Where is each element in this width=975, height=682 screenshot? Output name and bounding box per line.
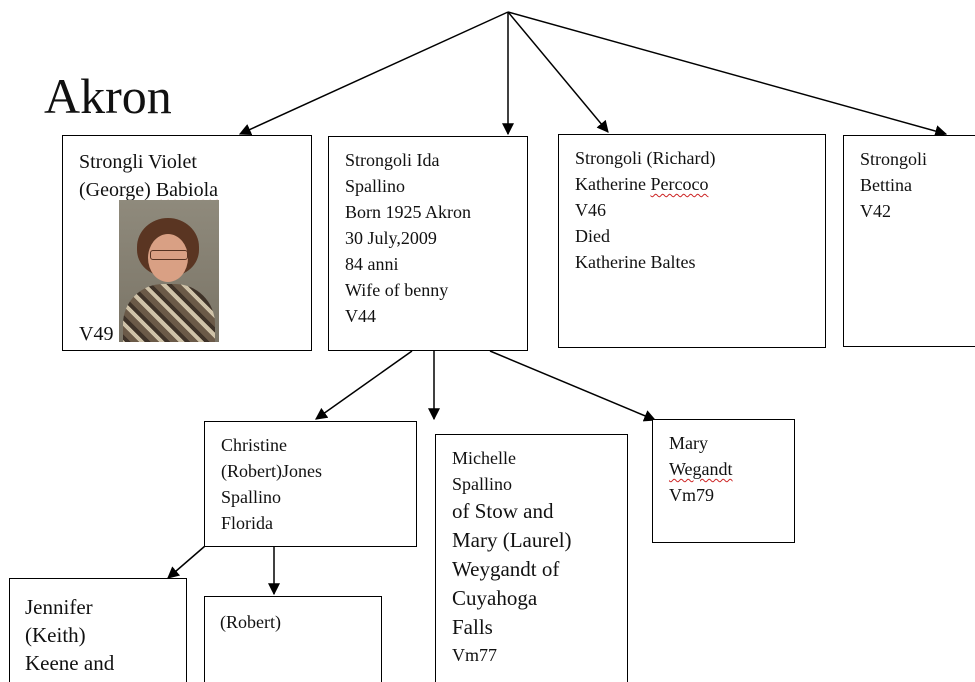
node-jennifer-line-2: (Keith) (25, 623, 86, 647)
node-ida-line-1: Strongoli Ida (345, 150, 440, 170)
node-katherine-line-5: Katherine Baltes (575, 252, 696, 272)
node-jennifer-keene: Jennifer (Keith) Keene and (9, 578, 187, 682)
arrow-to-bettina (507, 11, 948, 137)
node-katherine-line-3: V46 (575, 200, 606, 220)
node-mary-line-2-text: Wegandt (669, 459, 733, 479)
node-michelle-line-2: Spallino (452, 474, 513, 494)
node-ida-line-4: 30 July,2009 (345, 228, 437, 248)
arrow-to-mary (489, 350, 657, 422)
node-violet-line-1: Strongli Violet (79, 151, 197, 173)
arrow-to-violet (238, 11, 509, 135)
node-bettina: Strongoli Bettina V42 (843, 135, 975, 347)
node-michelle-line-6: Cuyahoga (452, 586, 538, 610)
node-katherine-line-2-text: Katherine Percoco (575, 174, 709, 194)
node-michelle-line-1: Michelle (452, 448, 516, 468)
node-katherine-line-2: Katherine Percoco (575, 171, 825, 197)
node-michelle-code: Vm77 (452, 645, 497, 665)
node-ida-spallino: Strongoli Ida Spallino Born 1925 Akron 3… (328, 136, 528, 351)
arrow-to-katherine (507, 11, 609, 133)
node-michelle-line-5: Weygandt of (452, 557, 560, 581)
node-mary-wegandt: Mary Wegandt Vm79 (652, 419, 795, 543)
node-michelle-spallino: Michelle Spallino of Stow and Mary (Laur… (435, 434, 628, 682)
node-katherine-line-1: Strongoli (Richard) (575, 148, 716, 168)
node-ida-line-5: 84 anni (345, 254, 399, 274)
node-katherine-line-4: Died (575, 226, 610, 246)
node-michelle-line-7: Falls (452, 615, 493, 639)
node-ida-line-7: V44 (345, 306, 376, 326)
page-title: Akron (44, 68, 172, 124)
node-michelle-line-3: of Stow and (452, 499, 554, 523)
node-katherine-percoco: Strongoli (Richard) Katherine Percoco V4… (558, 134, 826, 348)
node-violet-code: V49 (79, 323, 114, 345)
node-michelle-line-4: Mary (Laurel) (452, 528, 572, 552)
node-violet-line-2: (George) Babiola (79, 179, 219, 201)
node-christine-jones: Christine (Robert)Jones Spallino Florida (204, 421, 417, 547)
node-christine-line-3: Spallino (221, 487, 282, 507)
node-christine-line-2: (Robert)Jones (221, 461, 322, 481)
node-mary-line-1: Mary (669, 433, 708, 453)
portrait-photo (119, 200, 219, 342)
node-christine-line-4: Florida (221, 513, 273, 533)
node-robert-line-1: (Robert) (220, 612, 281, 632)
node-bettina-line-2: Bettina (860, 175, 912, 195)
node-ida-line-6: Wife of benny (345, 280, 449, 300)
node-bettina-line-3: V42 (860, 201, 891, 221)
node-mary-line-3: Vm79 (669, 485, 714, 505)
node-robert: (Robert) (204, 596, 382, 682)
node-violet-babiola: Strongli Violet (George) Babiola V49 (62, 135, 312, 351)
node-jennifer-line-3: Keene and (25, 651, 115, 675)
node-jennifer-line-1: Jennifer (25, 595, 93, 619)
node-bettina-line-1: Strongoli (860, 149, 928, 169)
node-ida-line-3: Born 1925 Akron (345, 202, 471, 222)
arrow-to-jennifer (167, 545, 206, 579)
node-christine-line-1: Christine (221, 435, 287, 455)
arrow-to-christine (315, 350, 413, 420)
node-ida-line-2: Spallino (345, 176, 406, 196)
node-mary-line-2: Wegandt (669, 456, 794, 482)
